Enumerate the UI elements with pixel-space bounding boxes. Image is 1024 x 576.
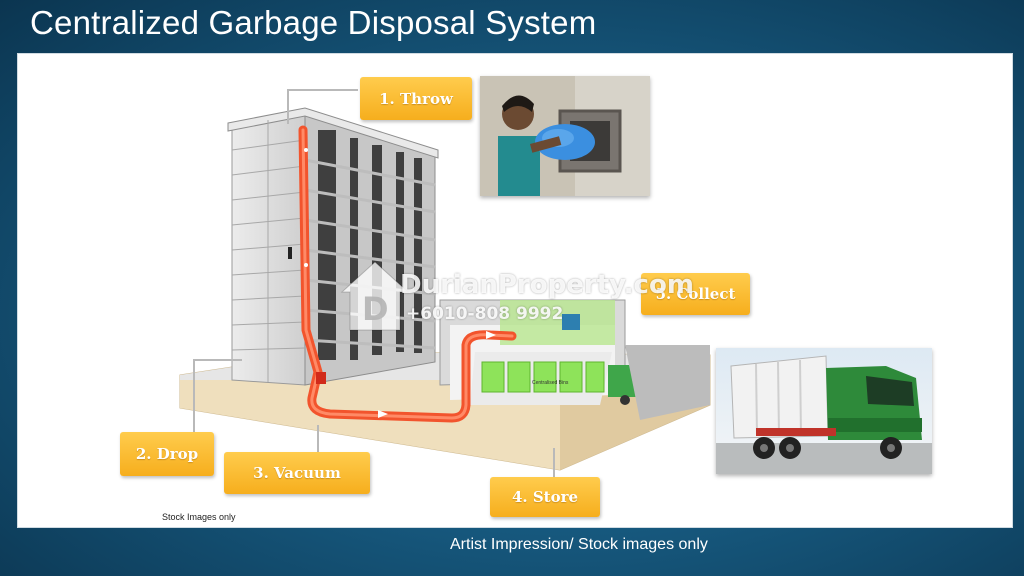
slide-title: Centralized Garbage Disposal System (30, 4, 597, 41)
step-throw-label: 1. Throw (360, 77, 472, 120)
step-store-label: 4. Store (490, 477, 600, 517)
bin-label: Centralised Bins (532, 380, 569, 386)
stock-images-note: Stock Images only (162, 512, 236, 522)
photo-boy-throwing-garbage (480, 76, 650, 196)
garbage-chute-pipe (298, 125, 517, 423)
collection-center: Centralised Bins (439, 299, 710, 420)
step-vacuum-label: 3. Vacuum (224, 452, 370, 494)
footer-caption: Artist Impression/ Stock images only (450, 536, 708, 553)
apartment-building (227, 107, 439, 386)
step-collect-label: 5. Collect (641, 273, 750, 315)
flow-arrows (304, 148, 496, 418)
vacuum-valve (316, 372, 326, 384)
photo-garbage-truck (716, 348, 932, 474)
step-drop-label: 2. Drop (120, 432, 214, 476)
